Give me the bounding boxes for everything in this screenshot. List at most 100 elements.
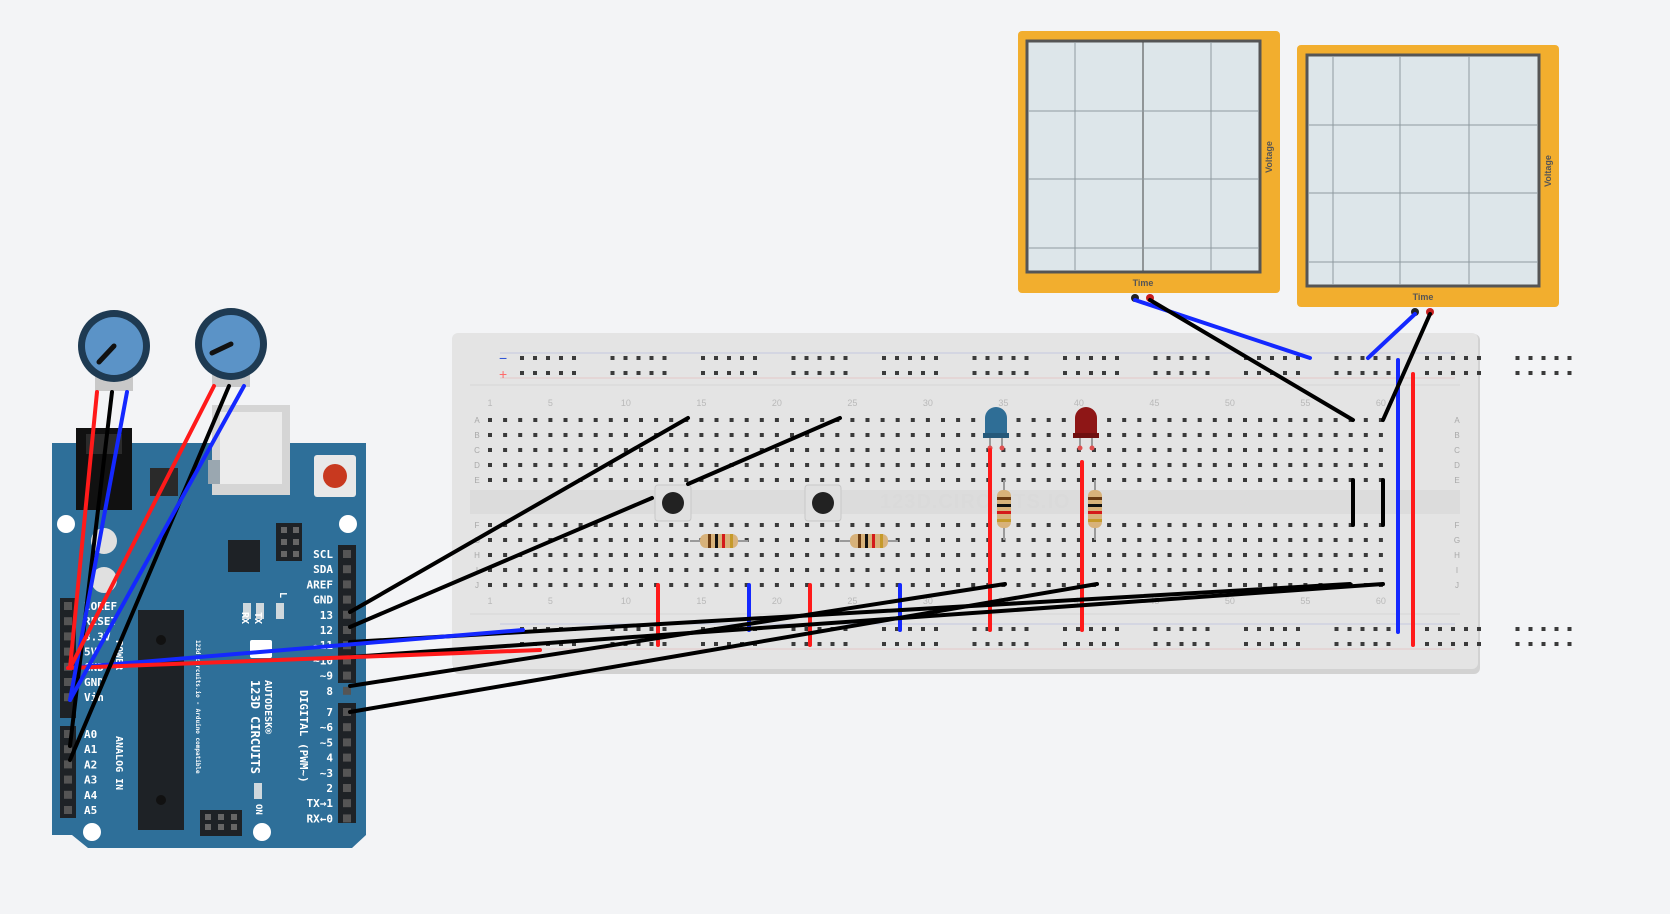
breadboard-hole[interactable] [1061, 478, 1066, 482]
breadboard-hole[interactable] [865, 568, 870, 572]
breadboard-hole[interactable] [1258, 523, 1263, 527]
breadboard-hole[interactable] [1333, 418, 1338, 422]
rail-hole[interactable] [791, 356, 796, 360]
breadboard-hole[interactable] [910, 433, 915, 437]
breadboard-hole[interactable] [956, 478, 961, 482]
rail-hole[interactable] [1115, 356, 1119, 360]
breadboard-hole[interactable] [1378, 523, 1383, 527]
breadboard-hole[interactable] [956, 568, 961, 572]
breadboard-hole[interactable] [805, 538, 810, 542]
breadboard-hole[interactable] [1046, 538, 1051, 542]
breadboard-hole[interactable] [639, 523, 643, 527]
rail-hole[interactable] [1554, 356, 1559, 360]
rail-hole[interactable] [1567, 642, 1572, 646]
breadboard-hole[interactable] [759, 433, 764, 437]
rail-hole[interactable] [921, 356, 925, 360]
wire-black[interactable] [1381, 312, 1432, 422]
breadboard-hole[interactable] [925, 418, 930, 422]
breadboard-hole[interactable] [1348, 448, 1353, 452]
digital-pin-socket[interactable] [343, 580, 351, 589]
breadboard-hole[interactable] [910, 538, 915, 542]
breadboard-hole[interactable] [774, 433, 779, 437]
breadboard-hole[interactable] [669, 478, 674, 482]
rail-hole[interactable] [1166, 356, 1171, 360]
breadboard-hole[interactable] [835, 553, 840, 557]
breadboard-hole[interactable] [533, 538, 538, 542]
breadboard-hole[interactable] [925, 553, 930, 557]
rail-hole[interactable] [1283, 627, 1287, 631]
breadboard-hole[interactable] [971, 568, 976, 572]
breadboard-hole[interactable] [608, 418, 613, 422]
breadboard-hole[interactable] [608, 448, 613, 452]
breadboard-hole[interactable] [1167, 418, 1172, 422]
breadboard-hole[interactable] [608, 523, 613, 527]
breadboard-hole[interactable] [1258, 538, 1263, 542]
rail-hole[interactable] [985, 371, 990, 375]
breadboard-hole[interactable] [835, 583, 840, 587]
rail-hole[interactable] [1205, 642, 1210, 646]
breadboard-hole[interactable] [1046, 448, 1051, 452]
breadboard-hole[interactable] [1197, 448, 1202, 452]
breadboard-hole[interactable] [1258, 418, 1263, 422]
rail-hole[interactable] [701, 627, 705, 631]
rail-hole[interactable] [662, 642, 667, 646]
breadboard-hole[interactable] [820, 433, 825, 437]
led-red[interactable] [1073, 407, 1099, 451]
breadboard-hole[interactable] [654, 448, 659, 452]
rail-hole[interactable] [1541, 371, 1546, 375]
breadboard-hole[interactable] [835, 463, 840, 467]
wire-black[interactable] [348, 416, 690, 614]
breadboard-hole[interactable] [956, 523, 961, 527]
rail-hole[interactable] [1438, 642, 1442, 646]
breadboard-hole[interactable] [1212, 568, 1217, 572]
breadboard-hole[interactable] [623, 478, 628, 482]
breadboard-hole[interactable] [744, 433, 749, 437]
rail-hole[interactable] [1347, 371, 1352, 375]
rail-hole[interactable] [1567, 356, 1572, 360]
breadboard-hole[interactable] [1258, 568, 1263, 572]
rail-hole[interactable] [1257, 356, 1261, 360]
breadboard-hole[interactable] [639, 478, 643, 482]
rail-hole[interactable] [1438, 371, 1442, 375]
breadboard-hole[interactable] [548, 568, 553, 572]
rail-hole[interactable] [1515, 642, 1520, 646]
breadboard-hole[interactable] [714, 463, 719, 467]
breadboard-hole[interactable] [941, 463, 945, 467]
rail-hole[interactable] [1554, 371, 1559, 375]
breadboard-hole[interactable] [1363, 463, 1368, 467]
breadboard-hole[interactable] [744, 418, 749, 422]
breadboard-hole[interactable] [623, 448, 628, 452]
breadboard-hole[interactable] [623, 463, 628, 467]
breadboard-hole[interactable] [880, 463, 885, 467]
breadboard-hole[interactable] [654, 478, 659, 482]
breadboard-hole[interactable] [925, 568, 930, 572]
pushbutton-2[interactable] [804, 484, 842, 522]
rail-hole[interactable] [559, 371, 563, 375]
rail-hole[interactable] [1296, 642, 1300, 646]
breadboard-hole[interactable] [805, 463, 810, 467]
rail-hole[interactable] [934, 356, 938, 360]
breadboard-hole[interactable] [729, 568, 734, 572]
breadboard-hole[interactable] [805, 448, 810, 452]
rail-hole[interactable] [908, 627, 912, 631]
breadboard-hole[interactable] [1197, 463, 1202, 467]
breadboard-hole[interactable] [1061, 523, 1066, 527]
breadboard-hole[interactable] [563, 583, 568, 587]
rail-hole[interactable] [1528, 371, 1533, 375]
breadboard-hole[interactable] [578, 418, 583, 422]
breadboard-hole[interactable] [1363, 523, 1368, 527]
rail-hole[interactable] [1425, 371, 1429, 375]
rail-hole[interactable] [1257, 371, 1261, 375]
breadboard-hole[interactable] [608, 568, 613, 572]
breadboard-hole[interactable] [1152, 463, 1157, 467]
breadboard-hole[interactable] [805, 418, 810, 422]
breadboard-hole[interactable] [1303, 523, 1308, 527]
breadboard-hole[interactable] [744, 568, 749, 572]
breadboard-hole[interactable] [1243, 448, 1247, 452]
rail-hole[interactable] [1528, 642, 1533, 646]
breadboard-hole[interactable] [1092, 553, 1096, 557]
rail-hole[interactable] [1179, 627, 1184, 631]
rail-hole[interactable] [1515, 371, 1520, 375]
